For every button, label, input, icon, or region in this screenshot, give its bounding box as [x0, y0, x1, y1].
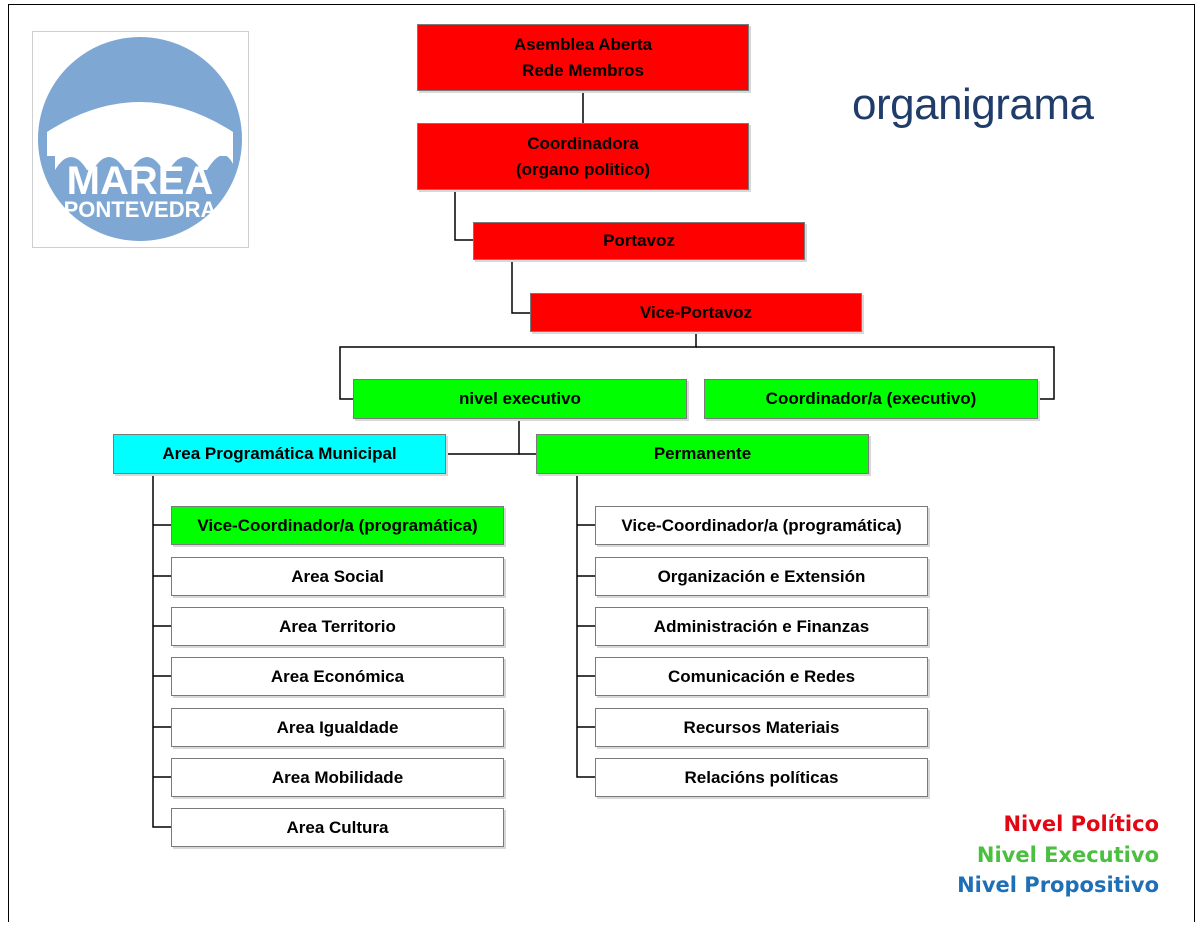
node-area-item: Area Igualdade: [171, 708, 504, 747]
node-programmatic-vice-label: Vice-Coordinador/a (programática): [197, 515, 478, 535]
node-permanent-unit-label: Recursos Materiais: [683, 717, 840, 737]
node-area-item-label: Area Económica: [270, 666, 405, 686]
node-permanent-unit: Recursos Materiais: [595, 708, 928, 747]
node-spokesperson-label: Portavoz: [603, 231, 675, 250]
node-area-item-label: Area Igualdade: [276, 717, 399, 737]
node-area-item: Area Social: [171, 557, 504, 596]
node-assembly: Asemblea Aberta Rede Membros: [417, 24, 749, 91]
marea-pontevedra-logo: MAREA PONTEVEDRA: [32, 31, 249, 248]
node-permanent-unit: Administración e Finanzas: [595, 607, 928, 646]
logo-emblem: MAREA PONTEVEDRA: [38, 37, 242, 241]
node-vice-spokesperson-label: Vice-Portavoz: [639, 302, 753, 322]
node-permanent-unit-label: Comunicación e Redes: [667, 666, 856, 686]
node-area-item: Area Mobilidade: [171, 758, 504, 797]
node-programmatic-area-label: Area Programática Municipal: [162, 444, 397, 463]
node-executive-level-label: nivel executivo: [459, 389, 581, 408]
node-permanent-unit-label: Vice-Coordinador/a (programática): [621, 515, 902, 535]
node-area-item: Area Económica: [171, 657, 504, 696]
node-programmatic-vice: Vice-Coordinador/a (programática): [171, 506, 504, 545]
node-vice-spokesperson: Vice-Portavoz: [530, 293, 862, 332]
legend-executive: Nivel Executivo: [976, 843, 1159, 867]
node-area-item-label: Area Social: [291, 566, 384, 586]
node-executive-coordinator: Coordinador/a (executivo): [704, 379, 1038, 419]
logo-text-line1: MAREA: [67, 159, 214, 203]
node-area-item-label: Area Mobilidade: [271, 767, 404, 787]
node-permanent-unit: Comunicación e Redes: [595, 657, 928, 696]
node-executive-level: nivel executivo: [353, 379, 687, 419]
node-permanent-label: Permanente: [653, 444, 752, 463]
node-permanent-unit: Relacións políticas: [595, 758, 928, 797]
node-permanent-unit-label: Organización e Extensión: [657, 566, 866, 586]
legend-propositive: Nivel Propositivo: [957, 873, 1159, 897]
node-permanent-unit-label: Administración e Finanzas: [653, 616, 870, 636]
node-permanent-unit-label: Relacións políticas: [684, 767, 839, 787]
node-assembly-label: Asemblea Aberta Rede Membros: [513, 34, 653, 80]
node-coordinator: Coordinadora (organo politico): [417, 123, 749, 190]
node-area-item-label: Area Territorio: [279, 616, 396, 636]
node-programmatic-area: Area Programática Municipal: [113, 434, 446, 474]
node-spokesperson: Portavoz: [473, 222, 805, 260]
node-area-item-label: Area Cultura: [286, 817, 389, 837]
page-title: organigrama: [852, 80, 1094, 129]
legend-political: Nivel Político: [1003, 812, 1159, 836]
node-permanent-unit: Vice-Coordinador/a (programática): [595, 506, 928, 545]
node-executive-coordinator-label: Coordinador/a (executivo): [765, 389, 977, 408]
slide-frame: [8, 4, 1195, 922]
logo-text-line2: PONTEVEDRA: [64, 197, 217, 222]
node-coordinator-label: Coordinadora (organo politico): [515, 133, 651, 179]
node-area-item: Area Territorio: [171, 607, 504, 646]
node-permanent-unit: Organización e Extensión: [595, 557, 928, 596]
node-permanent: Permanente: [536, 434, 869, 474]
node-area-item: Area Cultura: [171, 808, 504, 847]
